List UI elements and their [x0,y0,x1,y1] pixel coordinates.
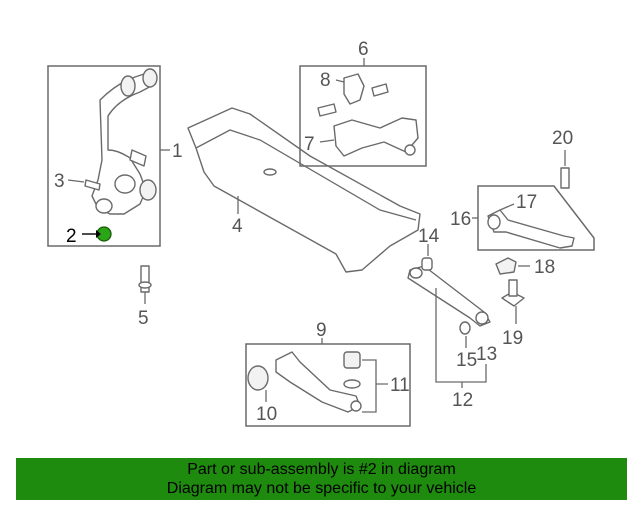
rear-link-group [407,244,491,388]
bolt-20 [560,167,570,189]
lateral-link-group [472,150,595,324]
callout-10: 10 [256,404,277,425]
leader-11 [362,359,388,413]
callout-1: 1 [172,141,183,162]
bushing-18 [495,257,517,275]
knuckle-lower-eye [95,198,113,214]
callout-9: 9 [316,320,327,341]
lower-arm-group [245,338,411,427]
hub-bore [114,174,136,194]
knuckle-box [47,65,161,247]
lower-bushing [139,179,157,201]
crossmember-hole [263,168,277,176]
callout-8: 8 [320,70,331,91]
callout-7: 7 [304,134,315,155]
lateral-link-17 [487,209,575,249]
callout-19: 19 [502,328,523,349]
crossmember-edge [195,129,417,221]
bolt-5-washer [138,281,152,289]
upper-arm-box [299,65,427,167]
callout-16: 16 [450,209,471,230]
banner-line-2: Diagram may not be specific to your vehi… [166,480,477,497]
crossmember-group [187,107,421,273]
upper-bushing [120,75,136,97]
crossmember [187,107,421,273]
callout-18: 18 [534,257,555,278]
bolt-upper [371,83,389,97]
callout-13: 13 [476,344,497,365]
link-13-eye-a [409,267,423,279]
banner-line-1: Part or sub-assembly is #2 in diagram [187,461,456,478]
bracket-8 [343,73,365,105]
callout-12: 12 [452,390,473,411]
bolt-left [317,103,337,117]
leader-3 [67,179,85,183]
info-banner: Part or sub-assembly is #2 in diagram Di… [16,458,627,500]
bushing-11b [343,379,361,389]
leader-17 [499,203,515,211]
knuckle-tab [129,149,147,167]
upper-arm-group [299,58,427,167]
parts-diagram: 1 2 3 4 5 6 7 8 9 10 11 12 13 14 15 16 1… [47,39,595,427]
upper-bushing-end [142,68,158,88]
bolt-5-group [138,265,152,304]
callout-20: 20 [552,128,573,149]
link-17-eye [487,214,501,230]
callout-14: 14 [418,226,440,247]
washer-15 [459,321,471,335]
bolt-19 [508,279,518,297]
ball-joint [350,400,362,412]
callout-15: 15 [456,350,477,371]
link-13-eye-b [475,311,489,325]
leader-2-arrow [96,230,101,238]
callout-2[interactable]: 2 [66,226,77,247]
bolt-3 [84,179,101,191]
bushing-14 [421,257,433,271]
lower-arm-box [245,343,411,427]
bushing-11a [343,351,361,369]
leader-7 [319,139,335,143]
arm-ball-joint [404,144,416,156]
callout-17: 17 [516,192,537,213]
callout-3: 3 [54,171,65,192]
lateral-link-box [477,185,595,251]
callout-5: 5 [138,308,149,329]
leader-8 [335,79,345,83]
callout-11: 11 [390,375,410,396]
callout-4: 4 [232,216,243,237]
bushing-10 [247,365,269,391]
link-13 [407,265,491,327]
callout-6: 6 [358,39,369,60]
leader-12 [435,288,487,383]
knuckle-assembly-group [47,65,170,247]
